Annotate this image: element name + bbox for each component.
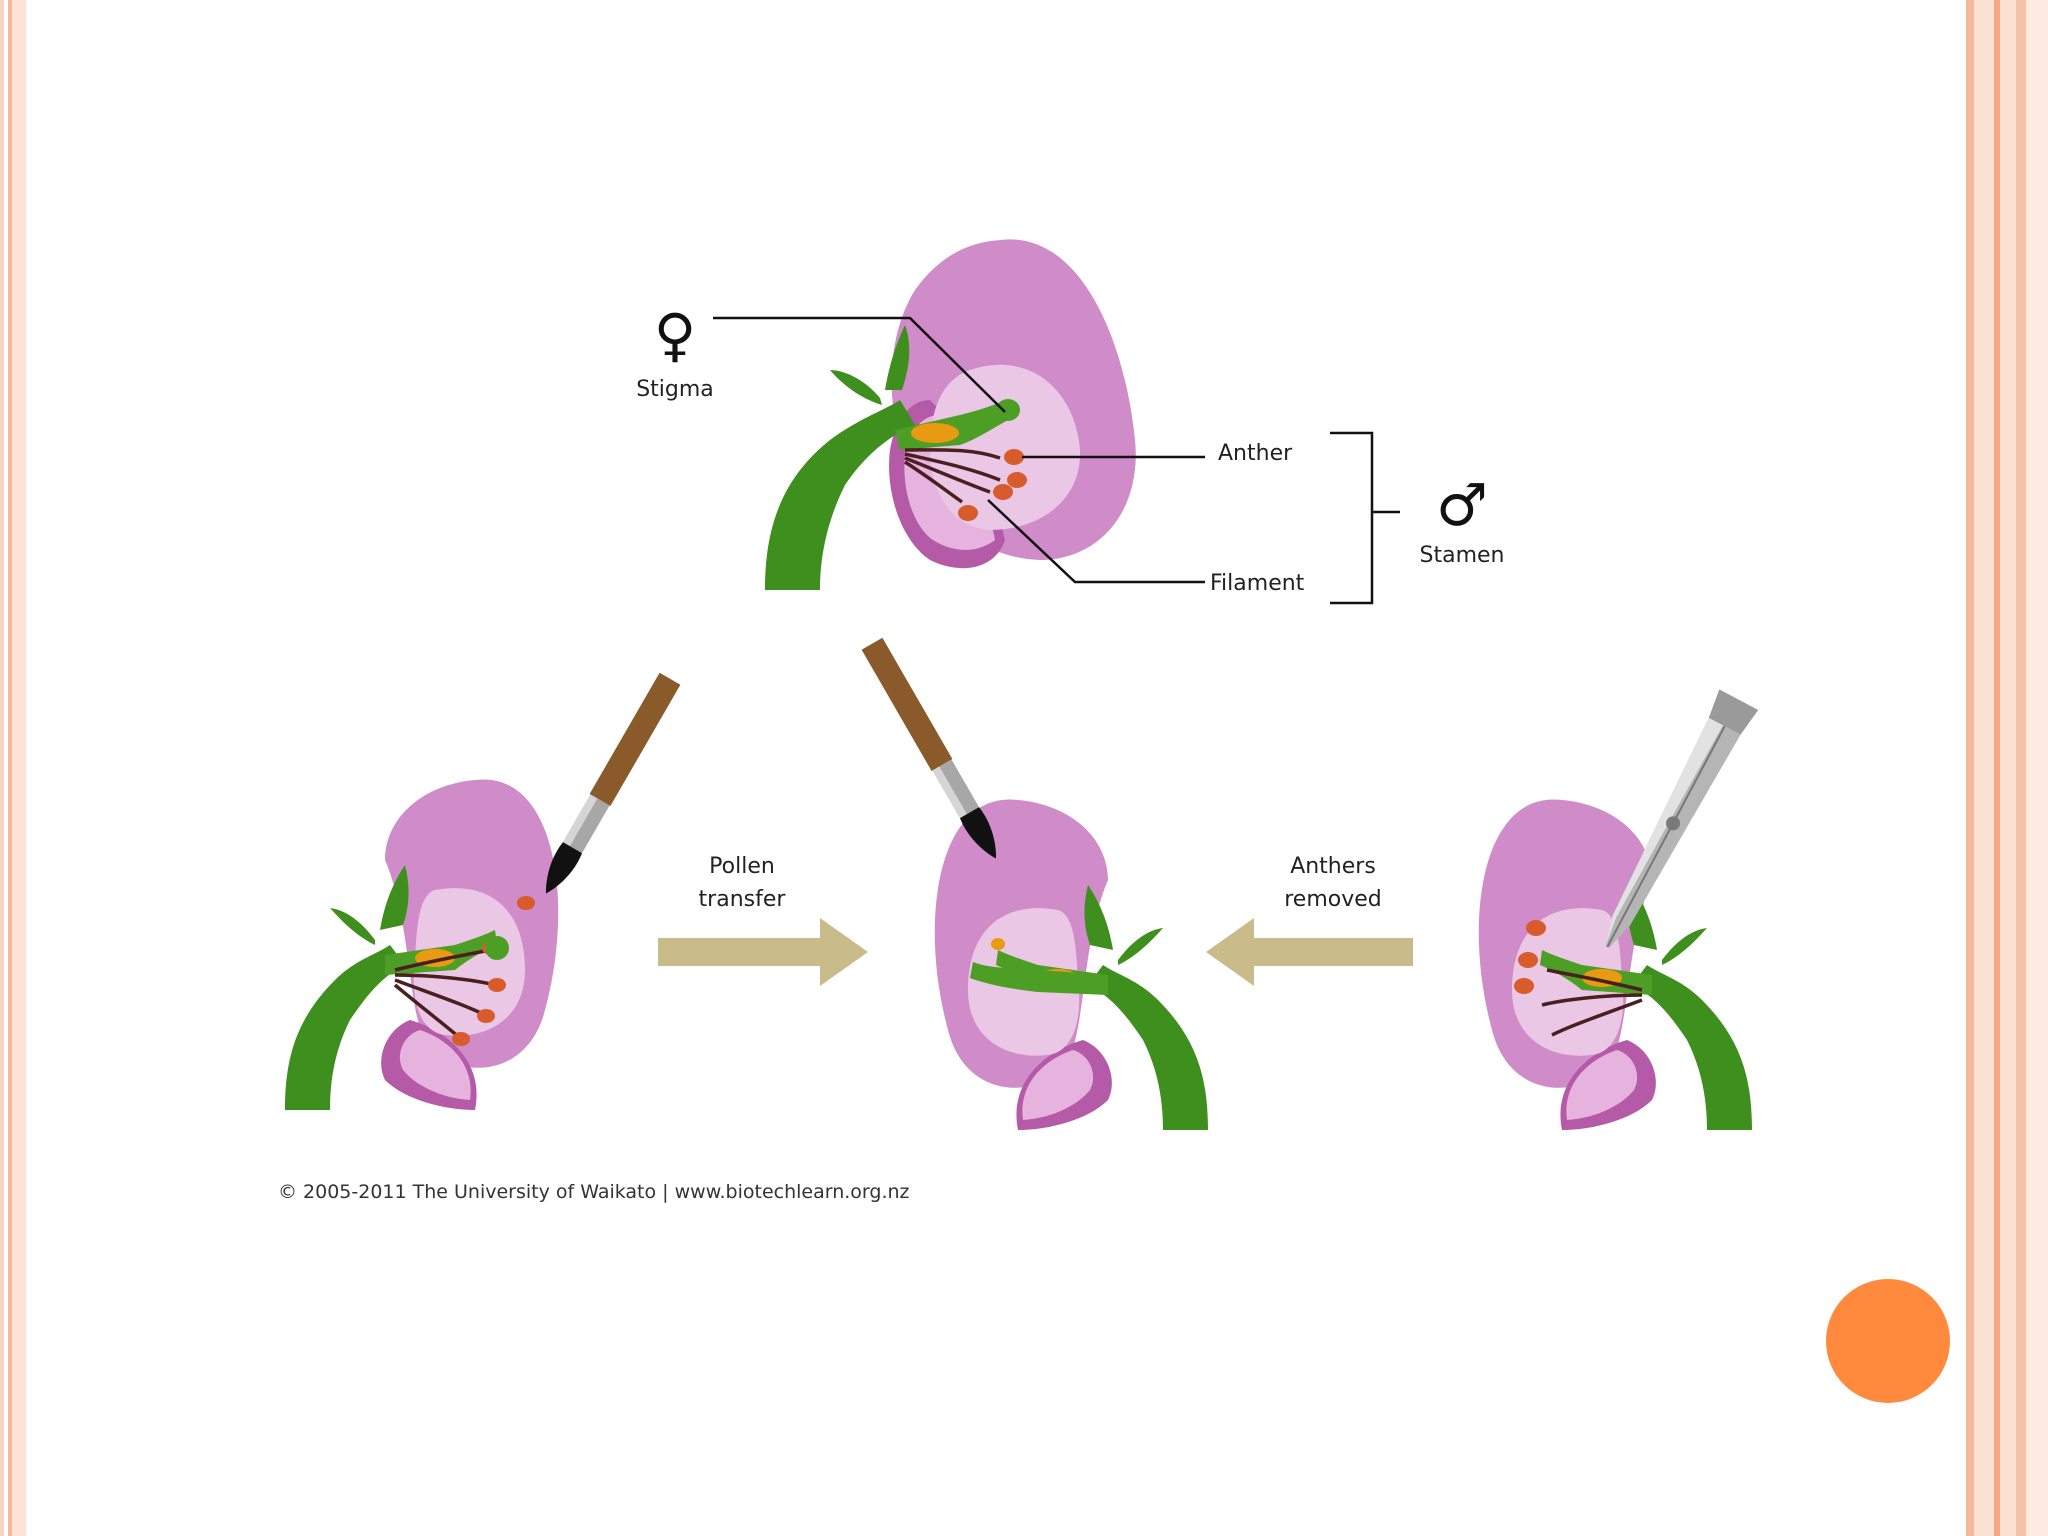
left-flower-with-brush [285, 672, 681, 1110]
label-stigma: Stigma [636, 377, 714, 402]
stigma-leader-line [713, 316, 1006, 413]
decorative-orange-circle [1826, 1279, 1950, 1403]
label-pollen: Pollen [709, 854, 775, 879]
pollen-transfer-arrow [658, 918, 868, 986]
label-anthers: Anthers [1290, 854, 1376, 879]
center-flower-with-brush [861, 637, 1208, 1130]
filament-leader-line [987, 499, 1205, 584]
pollination-diagram: ♀ Stigma Anther Filament ♂ Stamen Pollen… [278, 239, 1759, 1203]
copyright-credit: © 2005-2011 The University of Waikato | … [278, 1181, 910, 1203]
label-transfer: transfer [699, 887, 787, 912]
stamen-bracket [1330, 431, 1374, 605]
label-removed: removed [1284, 887, 1382, 912]
male-symbol: ♂ [1436, 471, 1488, 539]
label-stamen: Stamen [1420, 543, 1505, 568]
left-frame-border [0, 0, 26, 1536]
female-symbol: ♀ [654, 301, 696, 369]
tweezers-icon [1605, 689, 1759, 948]
anthers-removed-arrow [1206, 918, 1413, 986]
right-frame-border [1960, 0, 2048, 1536]
right-flower-with-tweezers [1478, 689, 1759, 1130]
label-anther: Anther [1218, 441, 1293, 466]
label-filament: Filament [1210, 571, 1305, 596]
top-flower-illustration [765, 239, 1136, 590]
